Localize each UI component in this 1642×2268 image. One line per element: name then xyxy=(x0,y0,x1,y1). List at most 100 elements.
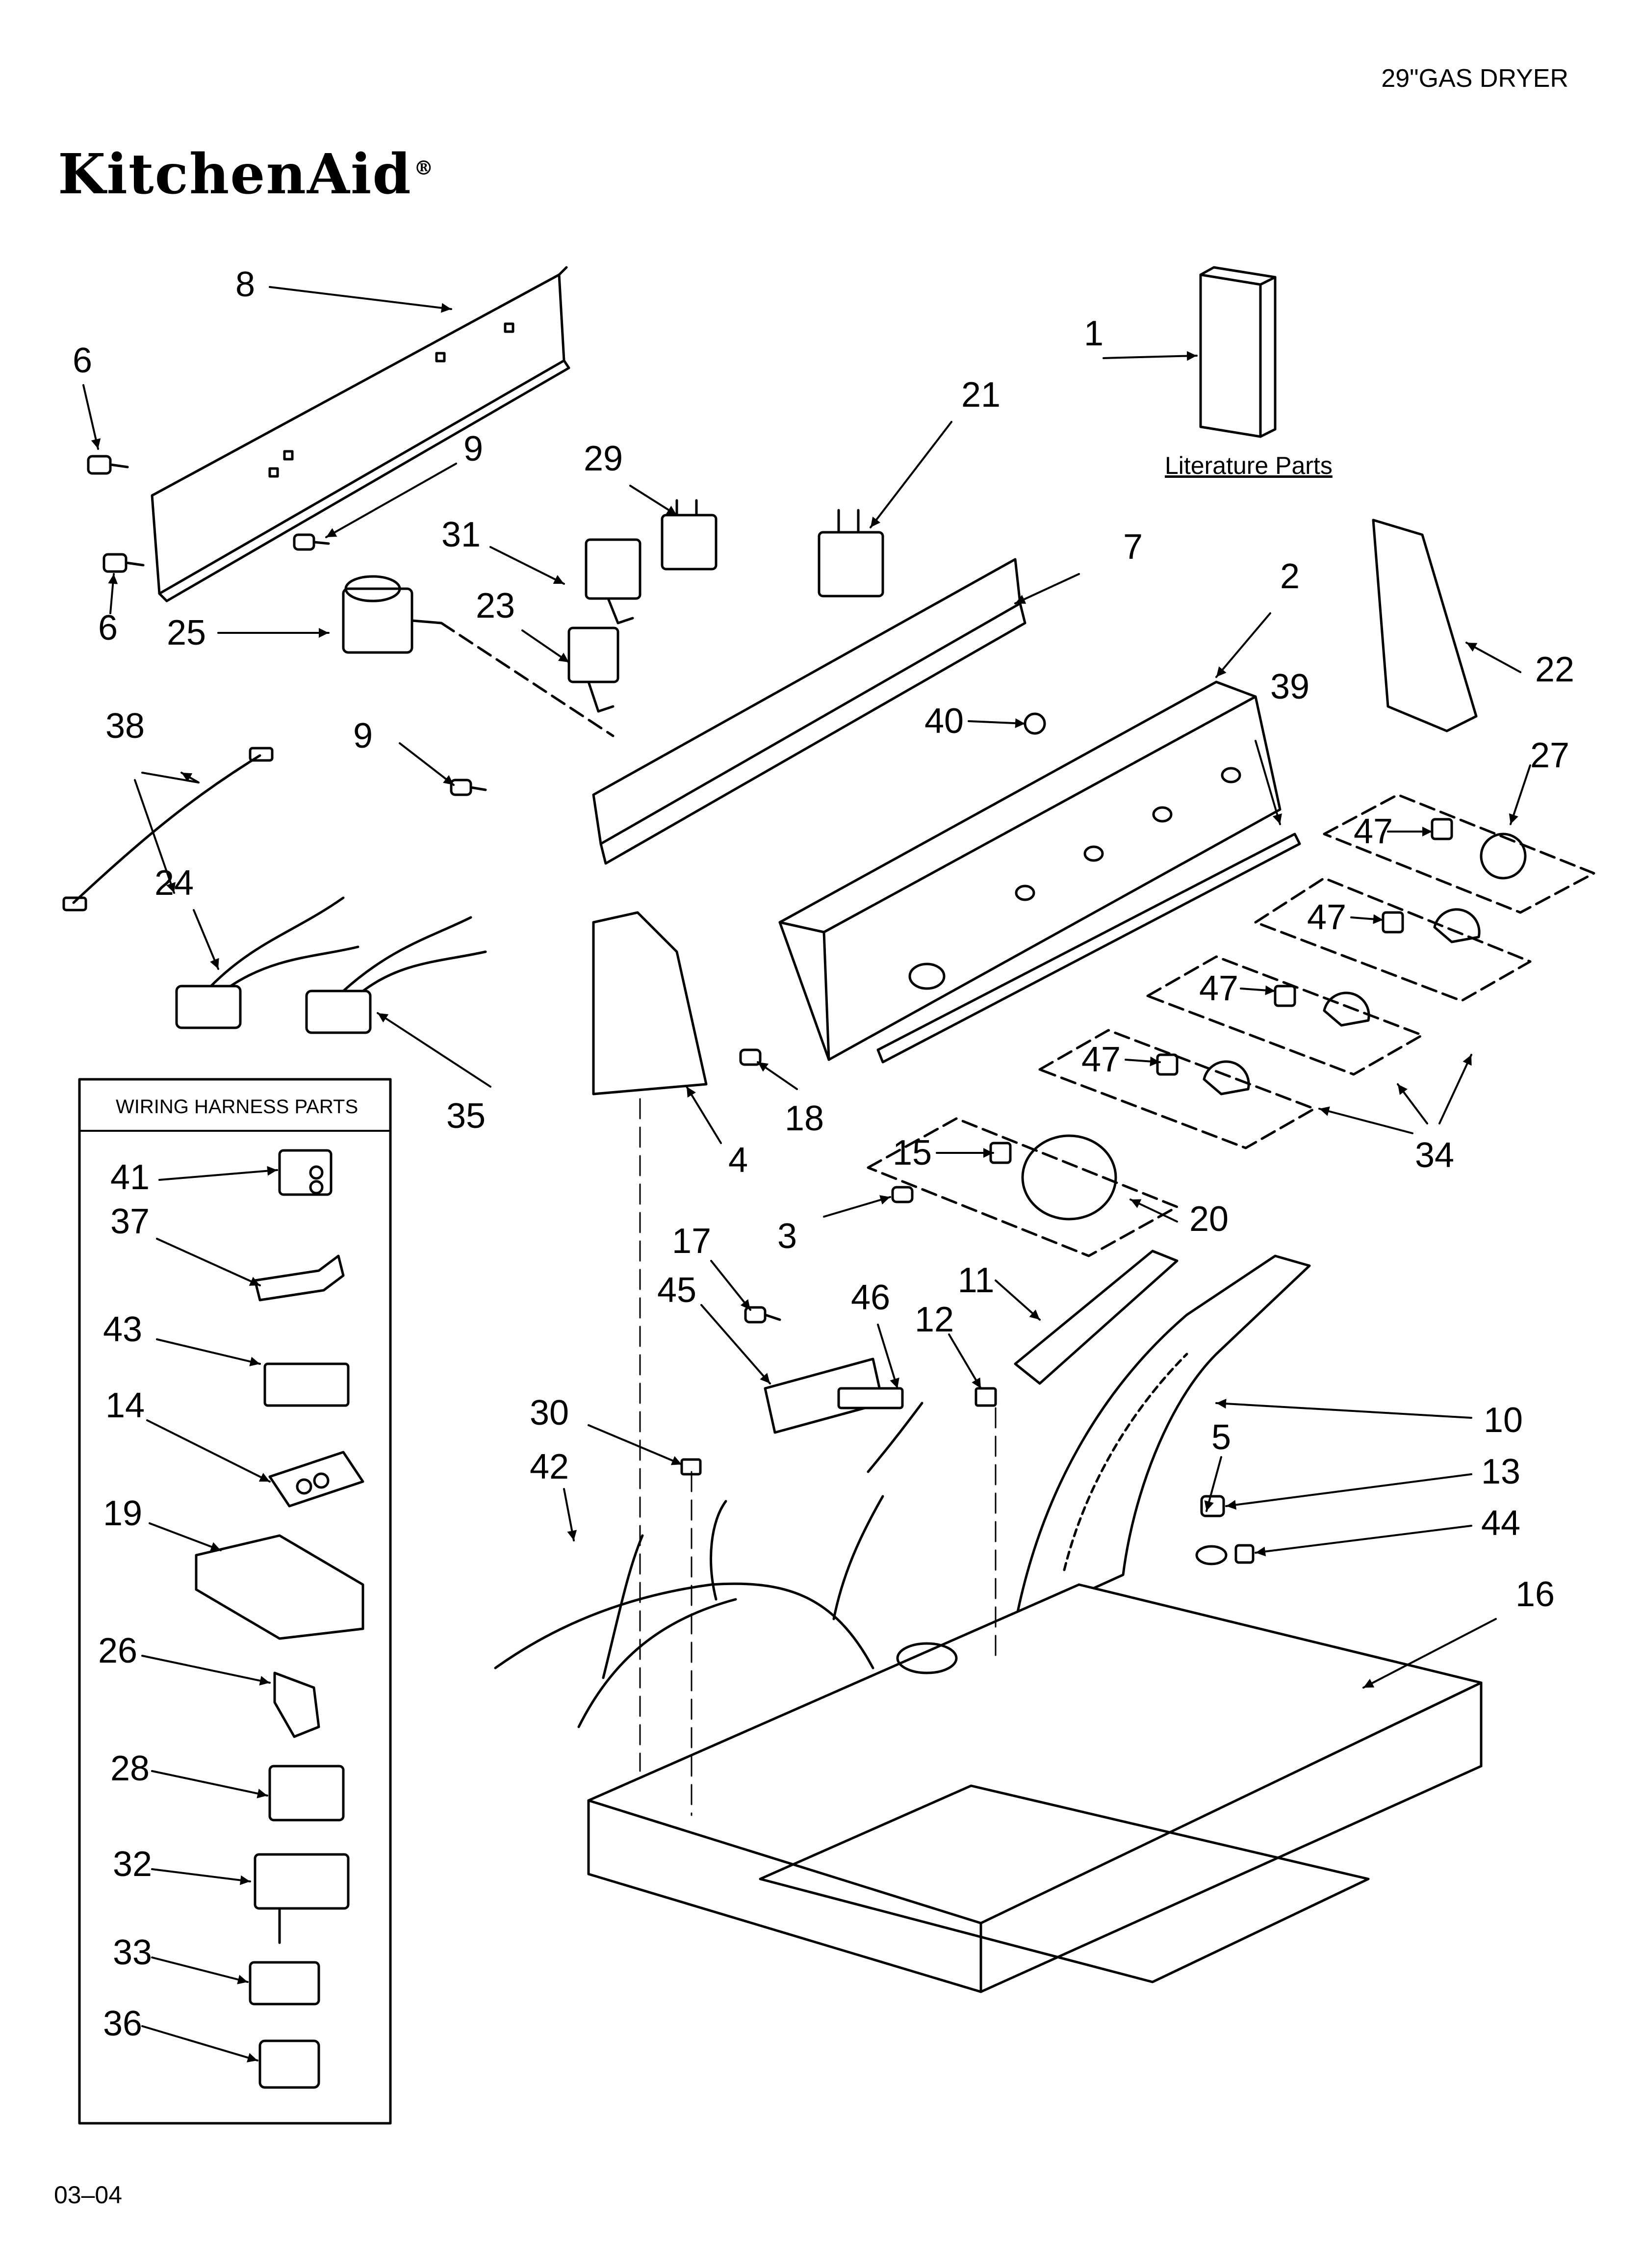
part-label-38: 38 xyxy=(105,706,145,746)
screw-part-9b xyxy=(450,779,487,796)
top-panel-part-16 xyxy=(587,1583,1483,1993)
part-label-28: 28 xyxy=(110,1749,150,1788)
part-label-34: 34 xyxy=(1414,1136,1455,1175)
part-label-9a: 9 xyxy=(463,429,484,469)
knob-part-15 xyxy=(989,1134,1117,1221)
connector-part-28 xyxy=(268,1765,345,1822)
screw-part-3 xyxy=(891,1186,914,1203)
knob-part-47c xyxy=(1274,985,1370,1027)
connector-part-36 xyxy=(258,2039,320,2089)
part-label-4: 4 xyxy=(728,1141,748,1180)
knob-box-group xyxy=(867,793,1595,1257)
leader-arrows xyxy=(82,286,1531,1689)
clip-part-26 xyxy=(273,1671,320,1738)
switch-part-29 xyxy=(661,499,718,571)
brand-name: KitchenAid xyxy=(58,142,412,207)
mounting-bracket-part xyxy=(151,266,570,602)
part-label-45: 45 xyxy=(657,1271,697,1310)
part-label-5: 5 xyxy=(1211,1418,1232,1457)
screw-part-6b xyxy=(103,553,145,573)
part-label-13: 13 xyxy=(1481,1452,1521,1491)
timer-part xyxy=(342,575,615,737)
part-label-16: 16 xyxy=(1515,1575,1555,1614)
connector-part-32 xyxy=(254,1853,350,1944)
part-label-31: 31 xyxy=(441,515,481,554)
part-label-27: 27 xyxy=(1530,736,1570,775)
part-label-26: 26 xyxy=(98,1631,138,1670)
part-label-21: 21 xyxy=(961,375,1001,415)
trim-strip-part-39 xyxy=(876,833,1301,1064)
nut-part-40 xyxy=(1024,712,1046,735)
connector-part-41 xyxy=(278,1149,333,1196)
part-label-37: 37 xyxy=(110,1202,150,1241)
part-label-35: 35 xyxy=(446,1096,486,1136)
part-label-22: 22 xyxy=(1535,650,1575,689)
part-label-25: 25 xyxy=(166,613,206,652)
part-label-12: 12 xyxy=(914,1300,954,1339)
part-label-6b: 6 xyxy=(98,608,118,648)
lint-housing-part-10 xyxy=(1014,1254,1311,1625)
brand-logo: KitchenAid® xyxy=(58,142,435,207)
knob-part-47b xyxy=(1382,908,1481,943)
nut-part-44 xyxy=(1234,1544,1255,1564)
part-label-46: 46 xyxy=(850,1278,891,1317)
part-label-43: 43 xyxy=(103,1310,143,1349)
connector-part-46 xyxy=(837,1387,904,1409)
part-label-14: 14 xyxy=(105,1386,145,1425)
part-label-47c: 47 xyxy=(1199,969,1239,1008)
part-label-3: 3 xyxy=(777,1217,797,1256)
registered-mark: ® xyxy=(413,156,435,180)
knob-part-47d xyxy=(1156,1053,1250,1095)
switch-part-23 xyxy=(567,626,619,713)
harness-box-arrows xyxy=(141,1166,278,2062)
part-label-20: 20 xyxy=(1189,1199,1229,1239)
part-label-24: 24 xyxy=(154,863,194,903)
switch-part-31 xyxy=(585,538,641,625)
switch-part-21 xyxy=(818,509,884,598)
part-label-8: 8 xyxy=(235,265,256,304)
connector-part-33 xyxy=(249,1961,320,2006)
part-label-23: 23 xyxy=(475,586,515,626)
part-label-17: 17 xyxy=(671,1222,712,1261)
washer-part-5 xyxy=(1195,1545,1228,1565)
part-label-47a: 47 xyxy=(1353,812,1393,851)
wire-lead-part-35 xyxy=(305,916,487,1034)
part-label-11: 11 xyxy=(957,1261,995,1300)
part-label-29: 29 xyxy=(583,439,623,478)
part-label-15: 15 xyxy=(892,1133,932,1173)
part-label-2: 2 xyxy=(1280,557,1300,596)
wire-lead-part-24 xyxy=(175,896,359,1029)
part-label-39: 39 xyxy=(1270,667,1310,706)
part-label-42: 42 xyxy=(529,1447,569,1486)
date-code: 03–04 xyxy=(54,2181,123,2209)
knob-part-27 xyxy=(1431,818,1527,880)
end-cap-part-22 xyxy=(1372,519,1478,732)
part-label-9b: 9 xyxy=(353,716,373,756)
control-console-part-2 xyxy=(778,680,1282,1061)
part-label-33: 33 xyxy=(112,1933,153,1972)
part-label-41: 41 xyxy=(110,1158,150,1197)
part-label-1: 1 xyxy=(1083,314,1104,353)
part-label-18: 18 xyxy=(784,1099,824,1138)
connector-part-14 xyxy=(268,1451,364,1508)
part-label-30: 30 xyxy=(529,1393,569,1433)
part-label-47b: 47 xyxy=(1307,898,1347,937)
connector-part-43 xyxy=(263,1362,350,1407)
screw-part-6a xyxy=(87,455,129,475)
part-label-6a: 6 xyxy=(72,341,93,380)
screw-part-18 xyxy=(739,1048,762,1066)
part-label-19: 19 xyxy=(103,1494,143,1533)
part-label-47d: 47 xyxy=(1081,1040,1121,1079)
page-title: 29"GAS DRYER xyxy=(1381,64,1568,93)
screw-part-13 xyxy=(1200,1495,1225,1517)
literature-book-part xyxy=(1199,266,1277,438)
part-label-7: 7 xyxy=(1123,527,1143,567)
part-label-40: 40 xyxy=(924,702,964,741)
part-label-32: 32 xyxy=(112,1845,153,1884)
wiring-harness-box xyxy=(78,1078,392,2125)
part-label-36: 36 xyxy=(103,2004,143,2043)
screw-part-9a xyxy=(293,533,330,551)
end-cap-part-4 xyxy=(592,911,708,1095)
connector-part-19 xyxy=(195,1534,364,1640)
